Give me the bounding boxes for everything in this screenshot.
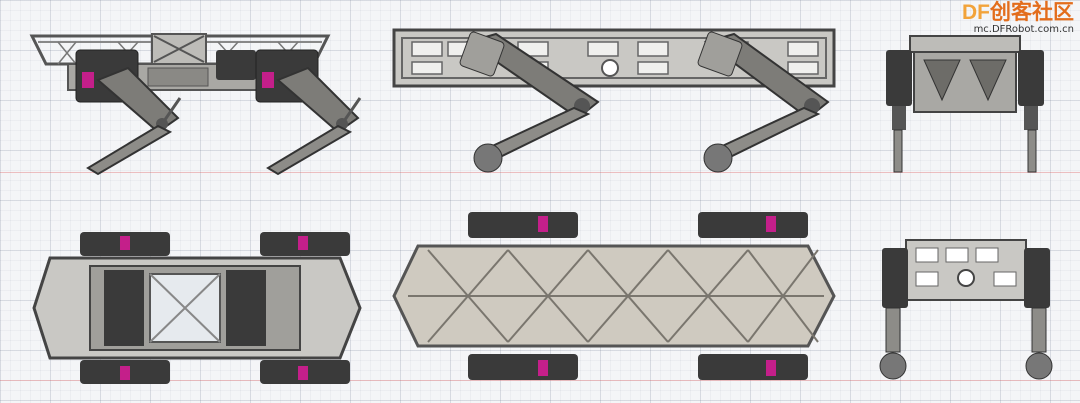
watermark: DF创客社区 mc.DFRobot.com.cn: [962, 2, 1074, 35]
rear-view-robot-dog: [876, 234, 1056, 384]
watermark-logo-text: 创客社区: [990, 1, 1074, 24]
top-view-robot-dog: [30, 228, 370, 388]
ground-line: [0, 172, 1080, 173]
side-view-robot-dog: [28, 28, 368, 178]
watermark-logo: DF创客社区: [962, 2, 1074, 23]
side-view-robot-dog-alt: [388, 22, 858, 182]
watermark-logo-letters: DF: [962, 1, 990, 24]
ground-line: [0, 380, 1080, 381]
watermark-url: mc.DFRobot.com.cn: [973, 24, 1074, 35]
front-view-robot-dog: [880, 30, 1050, 175]
bottom-view-robot-dog: [388, 206, 848, 386]
